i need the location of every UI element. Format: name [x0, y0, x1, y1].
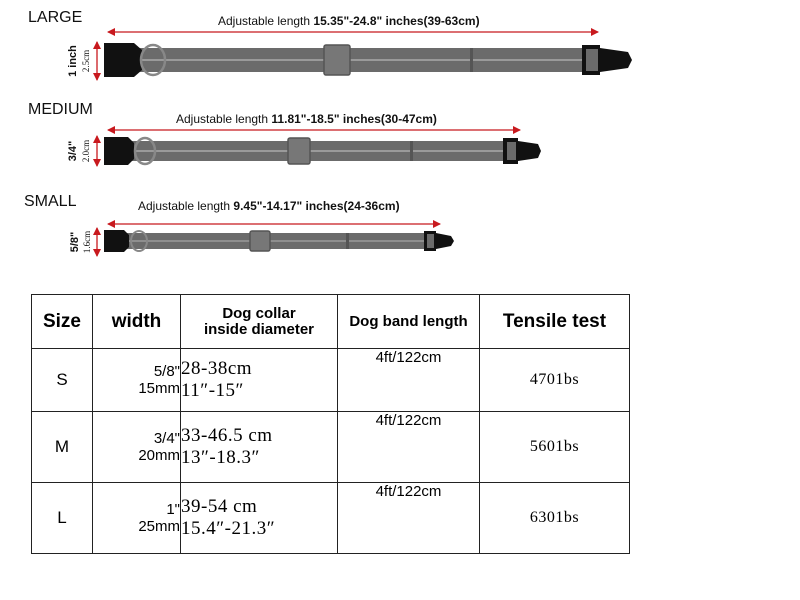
slider-medium	[287, 137, 311, 165]
size-label-large: LARGE	[28, 9, 82, 26]
cell-width: 1"25mm	[92, 482, 181, 554]
width-metric-medium: 2.0cm	[81, 140, 91, 162]
collar-small: SMALL Adjustable length 9.45"-14.17" inc…	[24, 193, 454, 257]
d-ring-small	[130, 230, 148, 252]
cell-width: 3/4"20mm	[92, 411, 181, 483]
cell-width: 5/8"15mm	[92, 348, 181, 412]
buckle-female-small	[104, 230, 129, 252]
width-inch-medium: 3/4"	[67, 141, 79, 162]
cell-band-length: 4ft/122cm	[337, 411, 480, 483]
slider-small	[249, 230, 271, 252]
header-tensile-test: Tensile test	[479, 294, 630, 349]
size-label-medium: MEDIUM	[28, 101, 93, 118]
collar-size-diagram: LARGE Adjustable length 15.35"-24.8" inc…	[24, 9, 632, 257]
buckle-female-large	[104, 43, 142, 77]
width-metric-small: 1.6cm	[82, 231, 92, 253]
cell-size: L	[31, 482, 93, 554]
width-inch-small: 5/8"	[69, 232, 81, 253]
d-ring-large	[139, 43, 167, 77]
cell-band-length: 4ft/122cm	[337, 482, 480, 554]
buckle-female-medium	[104, 137, 134, 165]
width-inch-large: 1 inch	[67, 45, 79, 77]
adjustable-length-medium: Adjustable length 11.81"-18.5" inches(30…	[176, 112, 437, 126]
cell-band-length: 4ft/122cm	[337, 348, 480, 412]
slider-large	[323, 44, 351, 76]
header-width: width	[92, 294, 181, 349]
cell-size: S	[31, 348, 93, 412]
cell-size: M	[31, 411, 93, 483]
cell-tensile: 4701bs	[479, 348, 630, 412]
header-band-length: Dog band length	[337, 294, 480, 349]
collar-large: LARGE Adjustable length 15.35"-24.8" inc…	[28, 9, 632, 81]
size-label-small: SMALL	[24, 193, 77, 210]
d-ring-medium	[133, 136, 157, 166]
cell-tensile: 5601bs	[479, 411, 630, 483]
cell-tensile: 6301bs	[479, 482, 630, 554]
width-metric-large: 2.5cm	[81, 50, 91, 72]
header-size: Size	[31, 294, 93, 349]
collar-medium: MEDIUM Adjustable length 11.81"-18.5" in…	[28, 101, 541, 167]
adjustable-length-small: Adjustable length 9.45"-14.17" inches(24…	[138, 199, 400, 213]
adjustable-length-large: Adjustable length 15.35"-24.8" inches(39…	[218, 14, 480, 28]
